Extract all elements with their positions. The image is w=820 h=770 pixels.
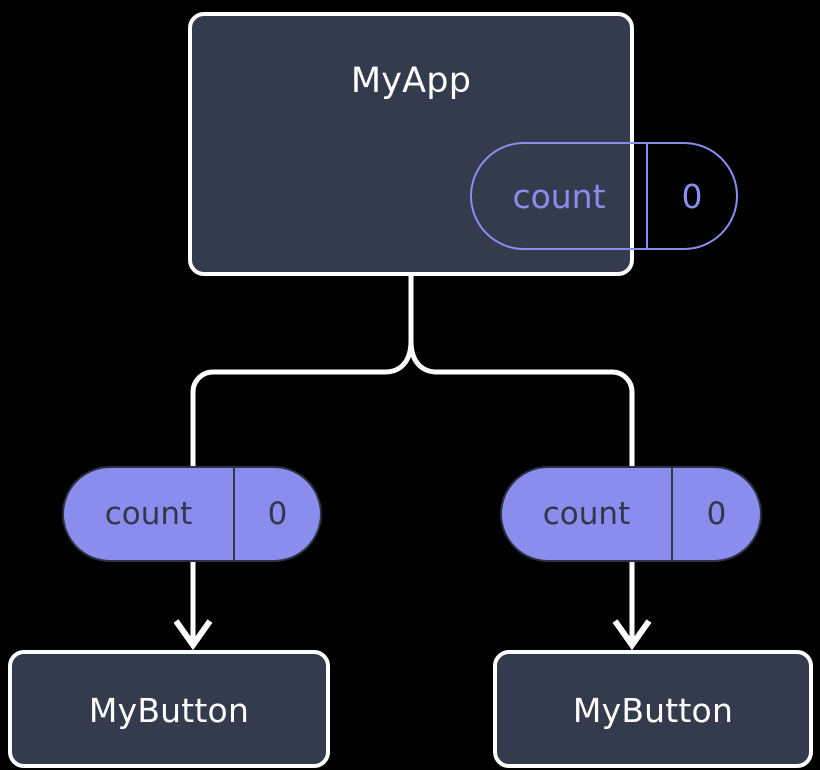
component-label-mybutton: MyButton <box>88 691 250 730</box>
prop-pill-value: 0 <box>706 496 727 532</box>
component-label-mybutton: MyButton <box>572 691 734 730</box>
state-pill-key: count <box>472 144 648 248</box>
prop-pill-right[interactable]: count 0 <box>500 466 762 562</box>
component-node-mybutton-left[interactable]: MyButton <box>8 650 330 768</box>
prop-pill-value: 0 <box>267 496 288 532</box>
state-pill-value: 0 <box>681 176 703 216</box>
prop-pill-key: count <box>502 468 673 560</box>
connector-right-branch <box>408 340 635 466</box>
state-pill-myapp[interactable]: count 0 <box>470 142 738 250</box>
arrow-right-head-icon <box>612 619 652 651</box>
component-node-mybutton-right[interactable]: MyButton <box>493 650 813 768</box>
arrow-left-head-icon <box>173 619 213 651</box>
prop-pill-key: count <box>64 468 235 560</box>
component-label-myapp: MyApp <box>350 61 472 101</box>
connector-left-branch <box>190 340 414 466</box>
prop-pill-left[interactable]: count 0 <box>62 466 322 562</box>
component-node-myapp[interactable]: MyApp count 0 <box>188 12 738 276</box>
